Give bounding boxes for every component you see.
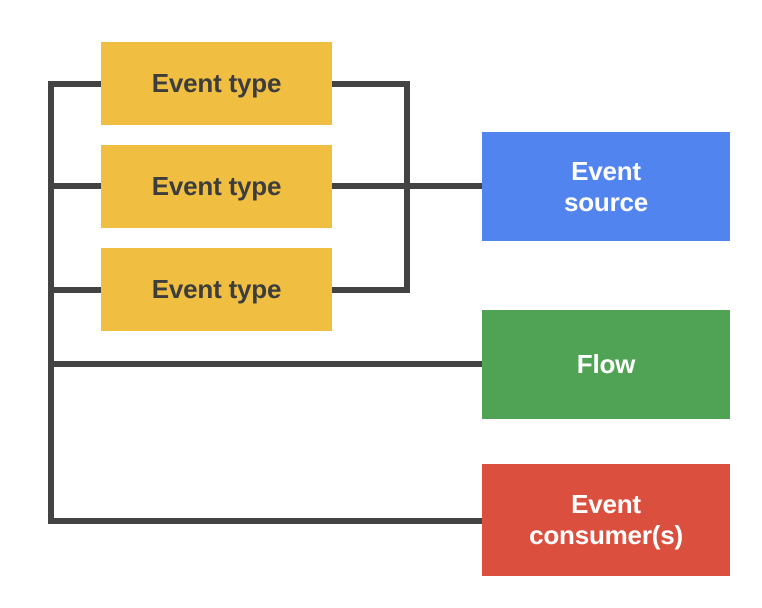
event-type-box-2[interactable]: Event type — [101, 145, 332, 228]
event-type-box-3-label: Event type — [151, 274, 282, 305]
event-type-box-1[interactable]: Event type — [101, 42, 332, 125]
event-type-box-2-label: Event type — [151, 171, 282, 202]
flow-box-label: Flow — [576, 349, 636, 380]
event-consumers-box-label: Event consumer(s) — [529, 489, 683, 550]
event-source-box-label: Event source — [563, 155, 649, 217]
event-source-box[interactable]: Event source — [482, 132, 730, 241]
event-type-box-1-label: Event type — [151, 68, 282, 99]
event-consumers-box[interactable]: Event consumer(s) — [482, 464, 730, 576]
flow-box[interactable]: Flow — [482, 310, 730, 419]
event-type-box-3[interactable]: Event type — [101, 248, 332, 331]
